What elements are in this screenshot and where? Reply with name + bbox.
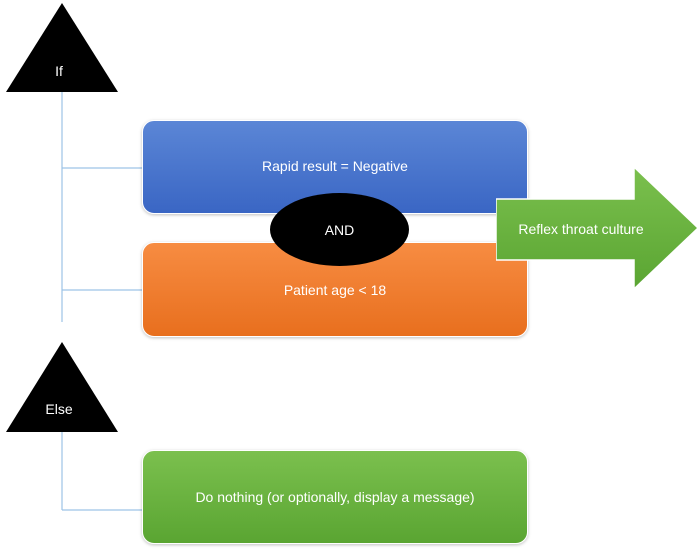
else-triangle: [6, 342, 118, 432]
else-action: Do nothing (or optionally, display a mes…: [142, 450, 528, 544]
and-operator-label: AND: [324, 221, 355, 238]
action-arrow: [496, 166, 700, 291]
if-triangle: [6, 3, 118, 92]
else-label: Else: [45, 401, 73, 417]
action-label: Reflex throat culture: [518, 221, 644, 237]
condition-rapid-result-label: Rapid result = Negative: [262, 158, 408, 174]
else-action-label: Do nothing (or optionally, display a mes…: [195, 489, 475, 505]
if-label: If: [55, 63, 63, 79]
condition-patient-age-label: Patient age < 18: [283, 281, 387, 298]
and-operator: AND: [270, 193, 409, 266]
